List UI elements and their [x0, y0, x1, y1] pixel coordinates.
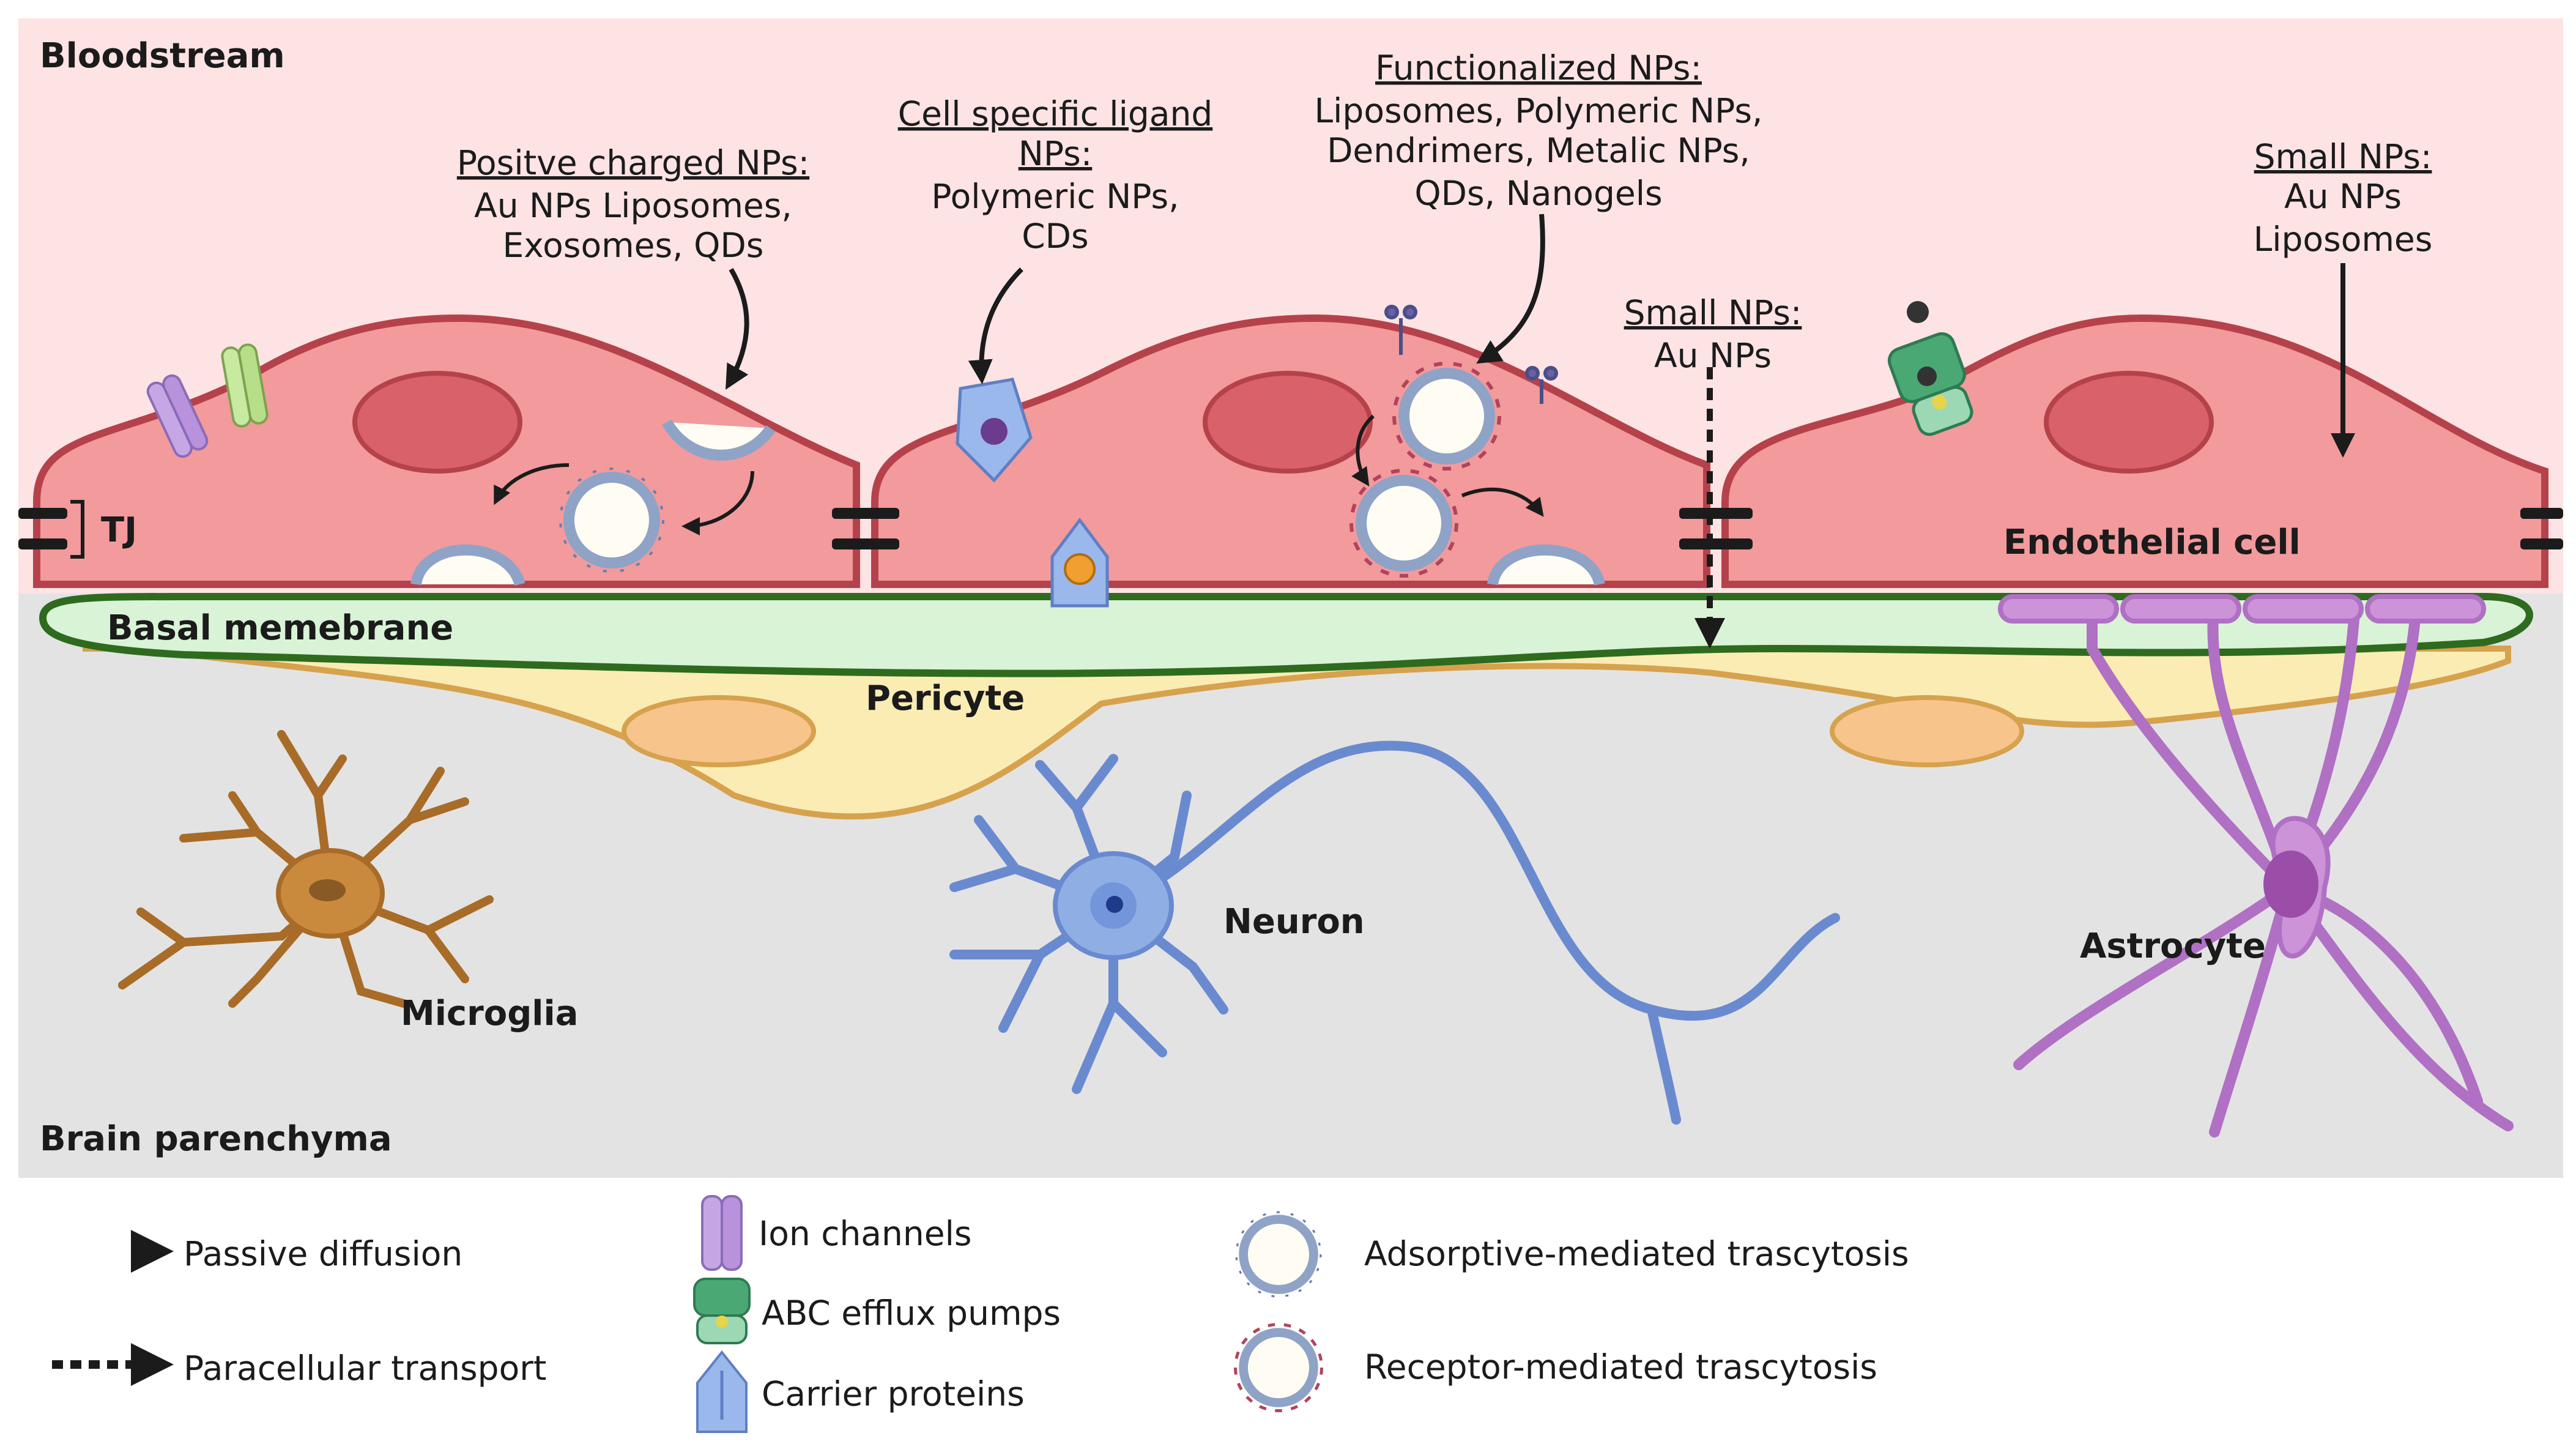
label-bloodstream: Bloodstream	[40, 36, 285, 76]
svg-text:NPs:: NPs:	[1019, 134, 1093, 173]
svg-text:Liposomes, Polymeric NPs,: Liposomes, Polymeric NPs,	[1314, 91, 1762, 130]
label-microglia: Microglia	[401, 994, 578, 1033]
membrane-pit-bottom	[410, 544, 525, 586]
legend-adsorptive-icon	[1236, 1212, 1321, 1297]
ligands	[1384, 305, 1558, 404]
callout-positive-charged: Positve charged NPs: Au NPs Liposomes, E…	[457, 143, 809, 265]
label-neuron: Neuron	[1223, 902, 1365, 942]
pericyte-cell	[83, 639, 2511, 820]
svg-text:Small NPs:: Small NPs:	[2254, 137, 2432, 176]
svg-text:QDs, Nanogels: QDs, Nanogels	[1414, 174, 1662, 213]
efflux-molecule-in	[1917, 367, 1937, 386]
label-astrocyte: Astrocyte	[2080, 926, 2266, 966]
efflux-molecule-out	[1907, 301, 1929, 323]
membrane-pit-top	[662, 419, 776, 461]
legend-receptor: Receptor-mediated trascytosis	[1364, 1347, 1877, 1387]
callout-small-nps-right: Small NPs: Au NPs Liposomes	[2254, 137, 2433, 259]
astrocyte-endfeet	[1998, 594, 2486, 624]
callout-cell-specific-ligand: Cell specific ligand NPs: Polymeric NPs,…	[898, 94, 1213, 256]
svg-text:Polymeric NPs,: Polymeric NPs,	[931, 177, 1179, 216]
legend-passive: Passive diffusion	[184, 1234, 462, 1273]
legend-adsorptive: Adsorptive-mediated trascytosis	[1364, 1234, 1909, 1273]
legend-paracellular: Paracellular transport	[184, 1349, 546, 1388]
legend-carrier-icon	[696, 1350, 748, 1433]
endothelial-nucleus-left	[352, 371, 522, 474]
svg-text:Cell specific ligand: Cell specific ligand	[898, 94, 1213, 133]
pericyte-nucleus-right	[1830, 695, 2024, 767]
svg-text:Au NPs: Au NPs	[1654, 336, 1772, 375]
svg-text:Dendrimers, Metalic NPs,: Dendrimers, Metalic NPs,	[1327, 131, 1750, 170]
label-brain-parenchyma: Brain parenchyma	[40, 1119, 392, 1159]
svg-text:Exosomes, QDs: Exosomes, QDs	[503, 226, 764, 265]
legend-carrier: Carrier proteins	[762, 1374, 1025, 1413]
legend-abc-icon	[693, 1278, 751, 1344]
ion-channel-purple	[146, 374, 209, 458]
svg-text:CDs: CDs	[1022, 217, 1088, 256]
pericyte-nucleus-left	[622, 695, 816, 767]
basal-membrane	[39, 593, 2533, 677]
legend-ion-icon	[701, 1195, 743, 1271]
label-pericyte: Pericyte	[866, 679, 1025, 718]
svg-text:Small NPs:: Small NPs:	[1624, 293, 1802, 332]
label-tj: TJ	[101, 510, 137, 550]
endothelial-nucleus-middle	[1203, 371, 1373, 474]
endothelial-nucleus-right	[2044, 371, 2214, 474]
legend-receptor-icon	[1235, 1324, 1321, 1410]
callout-small-nps-mid: Small NPs: Au NPs	[1624, 293, 1802, 375]
legend: Passive diffusion Paracellular transport…	[52, 1195, 1909, 1433]
ion-channel-green	[221, 343, 269, 428]
legend-ion: Ion channels	[759, 1214, 972, 1253]
label-endothelial-cell: Endothelial cell	[2003, 523, 2301, 562]
callout-positive-head: Positve charged NPs:	[457, 143, 809, 182]
receptor-exocytosis	[1487, 544, 1605, 586]
label-basal-membrane: Basal memebrane	[107, 608, 453, 648]
svg-text:Au NPs: Au NPs	[2284, 177, 2402, 216]
svg-text:Functionalized NPs:: Functionalized NPs:	[1375, 48, 1702, 88]
carrier-protein-top	[956, 378, 1033, 483]
callout-functionalized: Functionalized NPs: Liposomes, Polymeric…	[1314, 48, 1762, 213]
microglia-cell	[118, 730, 494, 1008]
legend-abc: ABC efflux pumps	[762, 1294, 1061, 1333]
carrier-protein-bottom	[1050, 517, 1109, 608]
tight-junctions	[18, 500, 2563, 559]
svg-text:Liposomes: Liposomes	[2254, 220, 2433, 259]
svg-text:Au NPs Liposomes,: Au NPs Liposomes,	[474, 186, 792, 225]
